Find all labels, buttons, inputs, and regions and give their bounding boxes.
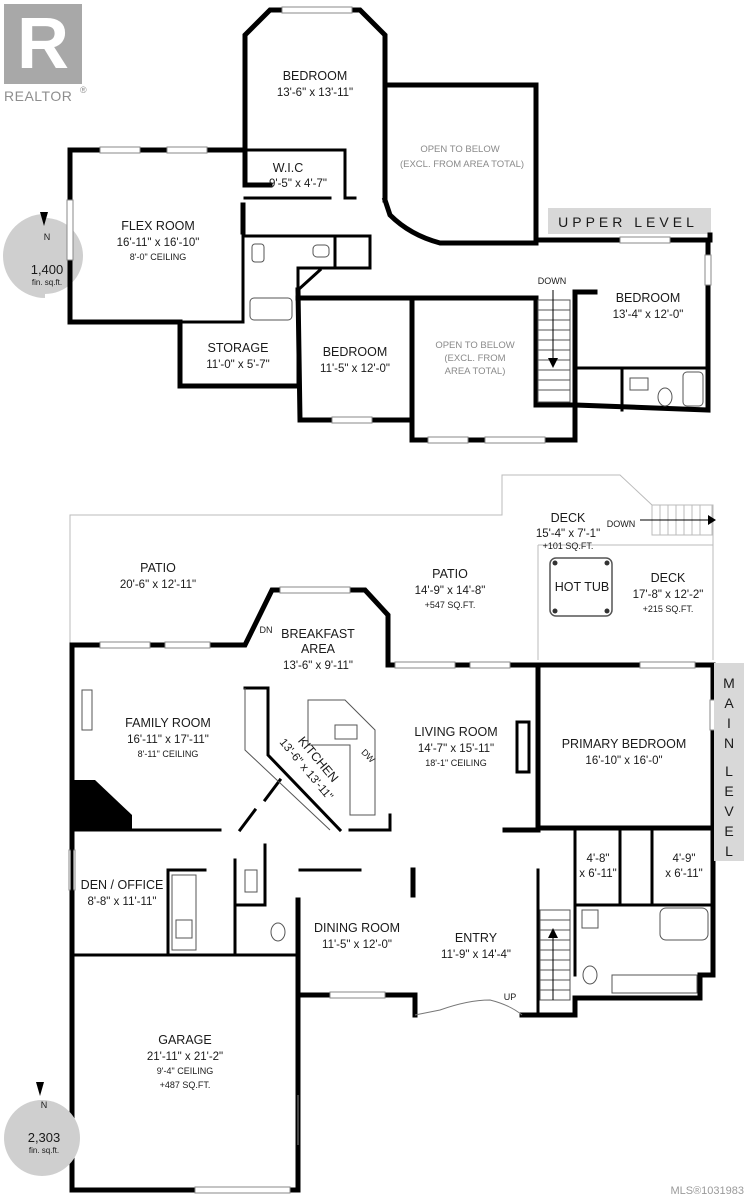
realtor-logo-letter: R — [17, 4, 69, 84]
upper-level: N 1,400 fin. sq.ft. UPPER LEVEL — [3, 6, 713, 444]
hot-tub — [549, 557, 613, 617]
main-level-letter: E — [724, 823, 733, 839]
room-dims: 16'-11" x 16'-10" — [117, 237, 200, 249]
room-dims: 15'-4" x 7'-1" — [536, 528, 600, 540]
room-name: BEDROOM — [323, 345, 388, 359]
room-note: AREA TOTAL) — [445, 366, 506, 377]
main-level-letter: M — [723, 675, 735, 691]
room-name: DECK — [651, 571, 686, 585]
room-dims: 16'-11" x 17'-11" — [127, 734, 209, 746]
stair-dn-label: DN — [260, 625, 273, 635]
room-dims: 14'-9" x 14'-8" — [415, 585, 486, 597]
main-area-unit: fin. sq.ft. — [29, 1146, 59, 1155]
upper-area-value: 1,400 — [31, 262, 64, 277]
main-level-letter: L — [725, 763, 733, 779]
main-level-letter: L — [725, 843, 733, 859]
main-level-banner — [714, 663, 744, 861]
room-note: 18'-1" CEILING — [425, 758, 486, 768]
room-dims: 11'-0" x 5'-7" — [206, 359, 269, 371]
upper-stair-label: DOWN — [538, 276, 567, 286]
room-name: OPEN TO BELOW — [420, 144, 499, 155]
room-name: GARAGE — [158, 1033, 212, 1047]
compass-needle-icon — [36, 1082, 44, 1096]
room-note: +487 SQ.FT. — [160, 1080, 211, 1090]
room-dims: x 6'-11" — [579, 868, 616, 880]
upper-area-badge: N 1,400 fin. sq.ft. — [3, 212, 83, 298]
room-note: +215 SQ.FT. — [643, 604, 694, 614]
room-dims: (EXCL. FROM AREA TOTAL) — [400, 159, 524, 170]
room-dims: 13'-6" x 13'-11" — [277, 87, 353, 99]
room-name: BEDROOM — [283, 69, 348, 83]
stair-up-label: UP — [504, 992, 517, 1002]
room-name: DEN / OFFICE — [81, 878, 164, 892]
realtor-logo: R REALTOR ® — [4, 4, 87, 104]
room-note: 9'-4" CEILING — [157, 1066, 213, 1076]
main-area-value: 2,303 — [28, 1130, 61, 1145]
upper-level-title: UPPER LEVEL — [558, 214, 698, 230]
room-dims: 11'-9" x 14'-4" — [441, 949, 511, 961]
main-level-letter: E — [724, 783, 733, 799]
room-dims: 11'-5" x 12'-0" — [320, 363, 390, 375]
main-level-letter: A — [724, 695, 734, 711]
room-name: DECK — [551, 511, 586, 525]
main-level-letter: I — [727, 715, 731, 731]
room-dims: 20'-6" x 12'-11" — [120, 579, 196, 591]
room-name: PATIO — [140, 561, 176, 575]
room-name: FAMILY ROOM — [125, 716, 211, 730]
room-name: LIVING ROOM — [414, 725, 497, 739]
upper-area-unit: fin. sq.ft. — [32, 278, 62, 287]
room-dims: (EXCL. FROM — [444, 353, 505, 364]
room-note: +547 SQ.FT. — [425, 600, 476, 610]
room-dims: 14'-7" x 15'-11" — [418, 743, 494, 755]
room-name: ENTRY — [455, 931, 498, 945]
compass-needle-icon — [40, 212, 48, 226]
deck-stair-arrow-icon — [708, 515, 716, 525]
compass-north-label: N — [44, 232, 51, 242]
stair-up-arrow-icon — [548, 928, 558, 938]
room-name: BEDROOM — [616, 291, 681, 305]
room-note: +101 SQ.FT. — [543, 541, 594, 551]
room-dims: 21'-11" x 21'-2" — [147, 1051, 223, 1063]
window — [281, 6, 353, 14]
mls-number: MLS®1031983 — [670, 1185, 744, 1197]
room-note: 8'-11" CEILING — [138, 749, 199, 759]
room-dims: 17'-8" x 12'-2" — [633, 589, 704, 601]
deck-stair — [640, 504, 716, 536]
main-level: M A I N L E V E L N 2,303 fin. sq.ft. DE… — [4, 474, 744, 1194]
upper-level-banner — [548, 208, 711, 234]
main-stair — [539, 909, 571, 1001]
room-dims: 13'-6" x 9'-11" — [283, 660, 353, 672]
room-name: PATIO — [432, 567, 468, 581]
room-dims: 8'-8" x 11'-11" — [87, 896, 156, 908]
room-name: STORAGE — [208, 341, 269, 355]
room-note: 8'-0" CEILING — [130, 252, 186, 262]
room-name: HOT TUB — [555, 580, 609, 594]
room-dims: 16'-10" x 16'-0" — [585, 755, 662, 767]
room-dims: x 6'-11" — [665, 868, 702, 880]
room-name: OPEN TO BELOW — [435, 340, 514, 351]
room-name: W.I.C — [273, 161, 304, 175]
room-dims: 11'-5" x 12'-0" — [322, 939, 392, 951]
compass-north-label: N — [41, 1100, 48, 1110]
room-dims: 13'-4" x 12'-0" — [613, 309, 684, 321]
room-name: 4'-9" — [673, 853, 696, 865]
room-name: DINING ROOM — [314, 921, 400, 935]
realtor-wordmark: REALTOR — [4, 88, 72, 104]
room-dims: 9'-5" x 4'-7" — [269, 178, 327, 190]
deck-stair-label: DOWN — [607, 519, 636, 529]
realtor-registered-mark: ® — [80, 85, 87, 95]
stair-down-arrow-icon — [548, 358, 558, 368]
main-level-letter: N — [724, 735, 734, 751]
room-name: AREA — [301, 642, 336, 656]
upper-stair — [537, 290, 571, 403]
room-name: PRIMARY BEDROOM — [562, 737, 687, 751]
main-level-letter: V — [724, 803, 734, 819]
room-name: FLEX ROOM — [121, 219, 195, 233]
room-name: BREAKFAST — [281, 627, 355, 641]
main-area-badge: N 2,303 fin. sq.ft. — [4, 1082, 80, 1176]
room-name: 4'-8" — [587, 853, 610, 865]
